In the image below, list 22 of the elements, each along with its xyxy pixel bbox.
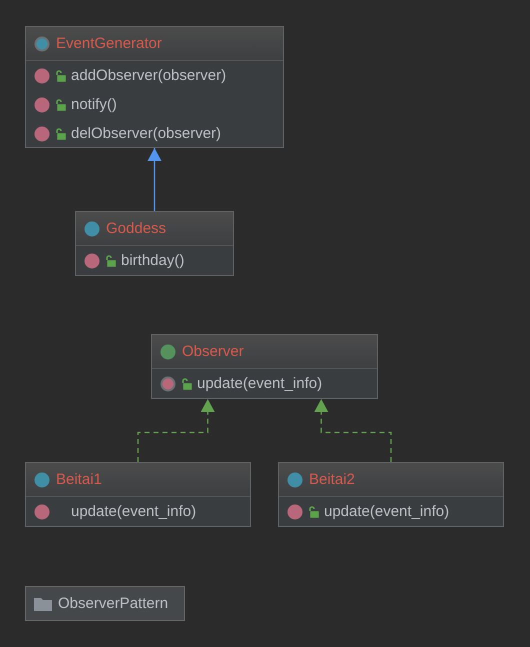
method-signature: birthday(): [121, 252, 184, 269]
class-name: EventGenerator: [56, 35, 162, 52]
method-signature: update(event_info): [324, 503, 450, 520]
class-name: Observer: [182, 343, 244, 360]
realization-arrow: [314, 399, 392, 462]
method-signature: delObserver(observer): [71, 125, 222, 142]
class-name: Goddess: [106, 220, 166, 237]
method-signature: notify(): [71, 96, 117, 113]
interface-box: [151, 334, 378, 399]
method-signature: addObserver(observer): [71, 67, 226, 84]
method-signature: update(event_info): [197, 375, 322, 392]
class-name: Beitai2: [309, 471, 355, 488]
realization-arrow: [137, 399, 215, 462]
class-box: [25, 26, 284, 148]
class-box: [75, 211, 234, 276]
class-box: [25, 462, 251, 527]
inheritance-arrow: [148, 148, 162, 211]
package-box: [25, 586, 185, 621]
package-name: ObserverPattern: [58, 595, 168, 612]
method-signature: update(event_info): [71, 503, 196, 520]
class-name: Beitai1: [56, 471, 102, 488]
class-box: [278, 462, 504, 527]
